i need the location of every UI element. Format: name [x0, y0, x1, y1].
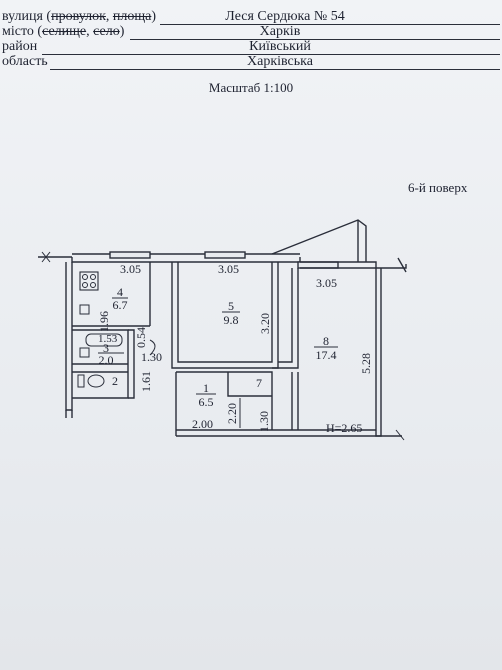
scale-label: Масштаб 1:100	[208, 80, 294, 95]
street-value: Леся Сердюка № 54	[225, 9, 345, 24]
street-label: вулиця (провулок, площа)	[2, 9, 157, 24]
floor-label: 6-й поверх	[408, 180, 468, 195]
region-underline	[50, 69, 500, 70]
region-label: область	[2, 54, 48, 69]
city-label: місто (селище, село)	[2, 24, 125, 39]
district-value: Київський	[249, 39, 311, 54]
district-label: район	[2, 39, 38, 54]
room-3-number: 3	[103, 341, 109, 355]
dim-room4-wall: 0.54	[134, 327, 148, 348]
dim-room5-depth: 3.20	[258, 313, 272, 334]
room-labels: 4 6.7 5 9.8 8 17.4 3 2.0 2 1 6.5 7	[99, 285, 338, 409]
room-1-number: 1	[203, 381, 209, 395]
city-row: місто (селище, село) Харків	[0, 24, 502, 42]
room-1-area: 6.5	[199, 395, 214, 409]
dim-room8-width: 3.05	[316, 276, 337, 290]
dim-hall-len: 2.20	[225, 403, 239, 424]
room-8-area: 17.4	[316, 348, 337, 362]
dim-wc-len: 1.61	[139, 371, 153, 392]
dim-room8-depth: 5.28	[359, 353, 373, 374]
street-row: вулиця (провулок, площа) Леся Сердюка № …	[0, 9, 502, 27]
walls	[38, 219, 407, 441]
dimension-labels: 3.05 3.05 3.05 1.96 0.54 3.20 5.28 1.53 …	[97, 262, 373, 435]
room-5-number: 5	[228, 299, 234, 313]
region-value: Харківська	[247, 54, 313, 69]
district-row: район Київський	[0, 39, 502, 57]
dim-room4-depth: 1.96	[97, 311, 111, 332]
dim-room5-width: 3.05	[218, 262, 239, 276]
street-underline	[160, 24, 500, 25]
dim-room3-width: 1.53	[98, 333, 118, 345]
city-underline	[130, 39, 500, 40]
dim-room4-width: 3.05	[120, 262, 141, 276]
room-8-number: 8	[323, 334, 329, 348]
dim-hall-width: 2.00	[192, 417, 213, 431]
district-underline	[42, 54, 500, 55]
dim-closet-len: 1.30	[257, 411, 271, 432]
room-2-number: 2	[112, 374, 118, 388]
region-row: область Харківська	[0, 54, 502, 72]
room-5-area: 9.8	[224, 313, 239, 327]
city-value: Харків	[259, 24, 301, 39]
dim-room3-len: 1.30	[141, 350, 162, 364]
ceiling-height: H=2.65	[326, 421, 362, 435]
room-3-area: 2.0	[99, 353, 114, 367]
room-4-number: 4	[117, 285, 123, 299]
room-7-number: 7	[256, 376, 262, 390]
room-4-area: 6.7	[113, 298, 128, 312]
